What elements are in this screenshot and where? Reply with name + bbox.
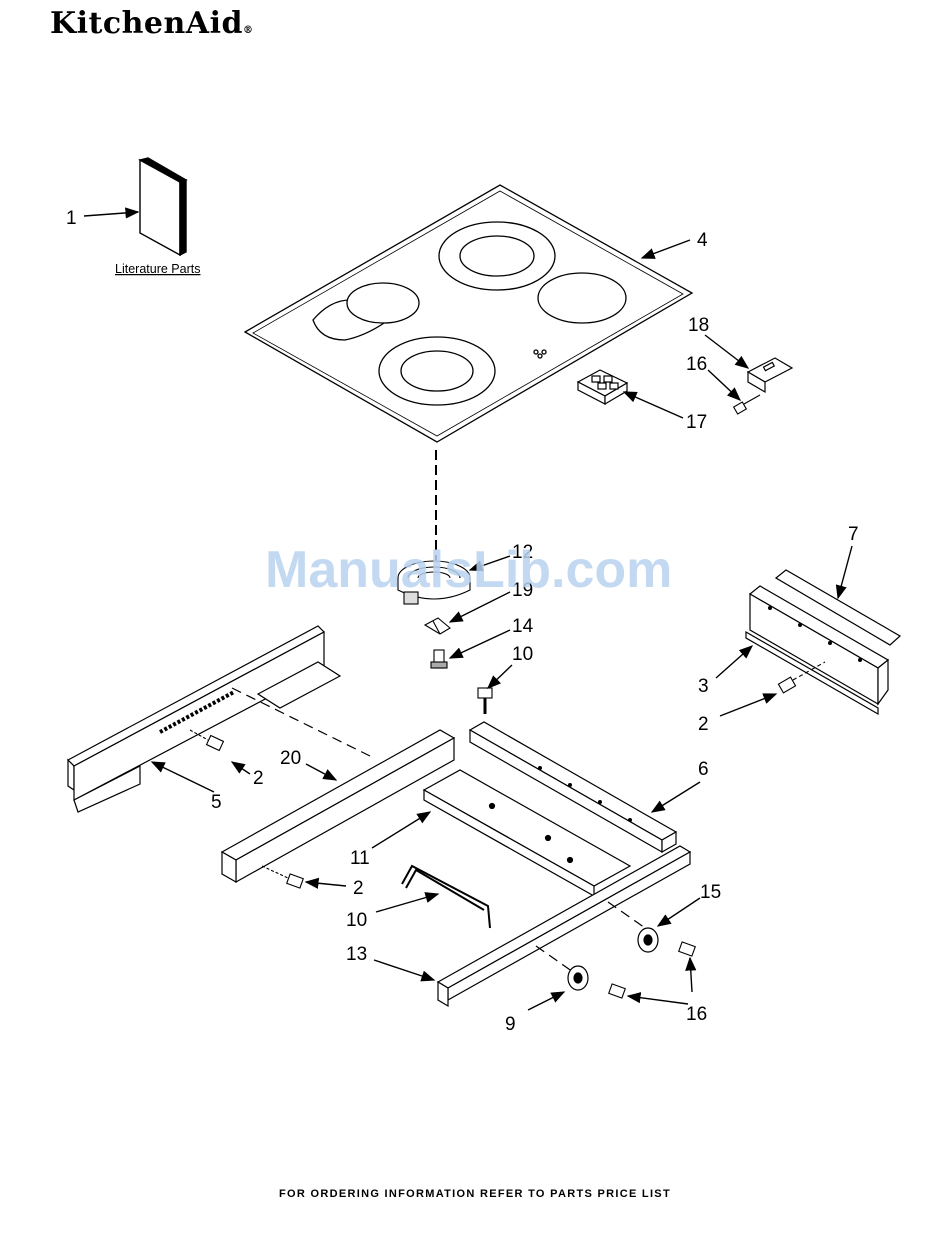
callout-20: 20	[280, 748, 301, 769]
callout-15: 15	[700, 882, 721, 903]
callout-2-center: 2	[353, 878, 364, 899]
callout-10-top: 10	[512, 644, 533, 665]
screw	[609, 984, 626, 998]
side-rail-left	[68, 626, 340, 812]
front-rail	[222, 730, 454, 882]
literature-booklet	[140, 158, 186, 255]
callout-13: 13	[346, 944, 367, 965]
ordering-footer: FOR ORDERING INFORMATION REFER TO PARTS …	[0, 1188, 950, 1200]
callout-7: 7	[848, 524, 859, 545]
mounting-bracket	[748, 358, 792, 392]
callout-17: 17	[686, 412, 707, 433]
screw	[262, 866, 303, 888]
callout-11: 11	[350, 848, 370, 869]
terminal-block	[578, 370, 627, 404]
callout-10-bottom: 10	[346, 910, 367, 931]
screw	[478, 688, 492, 714]
callout-1: 1	[66, 208, 77, 229]
callout-6: 6	[698, 759, 709, 780]
leveling-cam	[568, 966, 588, 990]
callout-16-bottom: 16	[686, 1004, 707, 1025]
literature-parts-label: Literature Parts	[115, 262, 200, 276]
callout-14: 14	[512, 616, 534, 637]
callout-4: 4	[697, 230, 708, 251]
callout-16-top: 16	[686, 354, 707, 375]
callout-2-right: 2	[698, 714, 709, 735]
callout-5: 5	[211, 792, 222, 813]
watermark: ManualsLib.com	[265, 540, 672, 600]
element-clip	[425, 618, 450, 634]
callout-2-left: 2	[253, 768, 264, 789]
callout-9: 9	[505, 1014, 516, 1035]
handle-bracket	[402, 866, 490, 928]
callout-3: 3	[698, 676, 709, 697]
screw	[679, 942, 696, 956]
cooktop-glass	[245, 185, 692, 442]
leveling-cam	[638, 928, 658, 952]
callout-18: 18	[688, 315, 709, 336]
screw	[431, 650, 447, 668]
side-rail-right	[746, 586, 888, 714]
screw	[190, 730, 223, 750]
